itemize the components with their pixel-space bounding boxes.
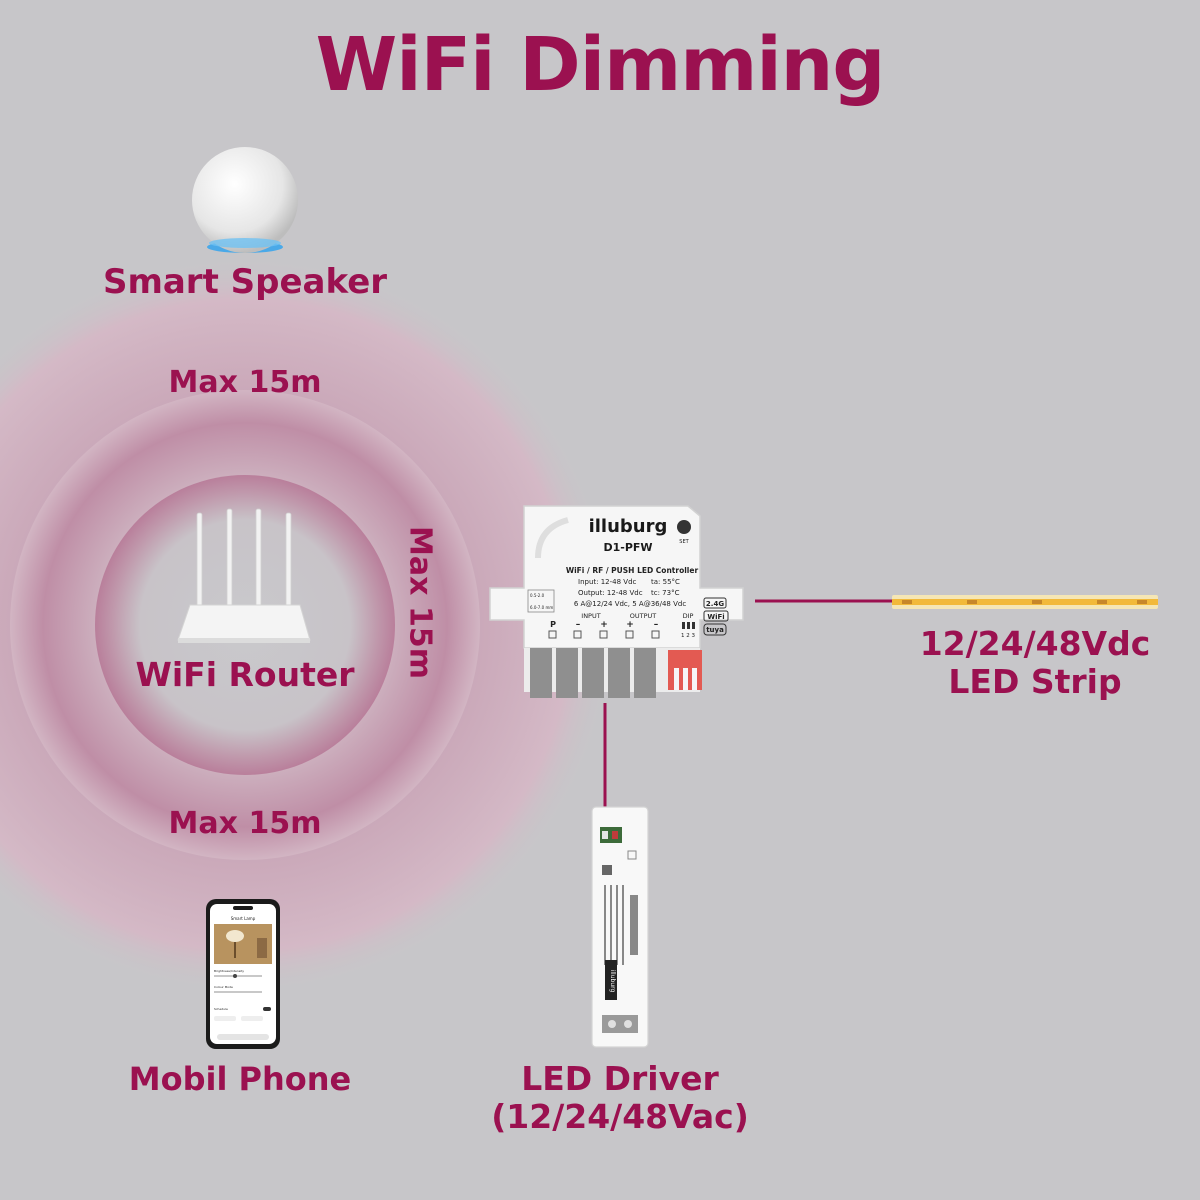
led-driver-label-line2: (12/24/48Vac) — [491, 1097, 749, 1136]
spec-input-text: Input: 12-48 Vdc — [578, 578, 637, 586]
spec-output-text: Output: 12-48 Vdc — [578, 589, 643, 597]
wifi-router-label: WiFi Router — [135, 655, 355, 694]
badge-24g-text: 2.4G — [706, 600, 724, 608]
led-driver-label-line1: LED Driver — [521, 1059, 719, 1098]
terminal-output-minus: – — [654, 620, 659, 630]
wifi-router-icon — [177, 508, 311, 643]
led-controller-device: SET illuburg D1-PFW WiFi / RF / PUSH LED… — [489, 505, 744, 698]
phone-header-text: Smart Lamp — [231, 916, 256, 921]
badge-tuya-text: tuya — [706, 626, 724, 634]
terminal-input-plus: + — [600, 620, 608, 630]
led-driver-icon: illuburg — [591, 806, 649, 1048]
controller-subtitle-text: WiFi / RF / PUSH LED Controller — [566, 566, 699, 575]
controller-model-text: D1-PFW — [603, 541, 652, 554]
smart-speaker-label: Smart Speaker — [102, 262, 388, 302]
page-title: WiFi Dimming — [315, 22, 886, 108]
led-strip-label: 12/24/48Vdc LED Strip — [900, 625, 1170, 701]
mobile-phone-label: Mobil Phone — [128, 1060, 352, 1098]
range-label-side: Max 15m — [402, 526, 438, 679]
set-button-label: SET — [679, 539, 689, 545]
terminal-output-plus: + — [626, 620, 634, 630]
terminal-input-minus: – — [576, 620, 581, 630]
terminal-p-text: P — [550, 620, 556, 629]
spec-current-text: 6 A@12/24 Vdc, 5 A@36/48 Vdc — [574, 600, 686, 608]
led-strip-label-line2: LED Strip — [948, 662, 1122, 701]
phone-brightness-text: Brightness/Intensity — [214, 969, 244, 973]
phone-colour-text: Colour Mode — [214, 985, 233, 989]
smart-speaker-icon — [192, 147, 298, 253]
driver-brand-text: illuburg — [609, 970, 616, 993]
dip-numbers-text: 1 2 3 — [681, 633, 695, 639]
dip-label-text: DIP — [683, 612, 694, 620]
spec-ta-text: ta: 55°C — [651, 578, 680, 586]
output-label-text: OUTPUT — [630, 612, 657, 620]
range-label-bottom: Max 15m — [168, 806, 322, 841]
spec-tc-text: tc: 73°C — [651, 589, 680, 597]
range-label-outer: Max 15m — [168, 365, 322, 400]
controller-brand-text: illuburg — [589, 516, 668, 537]
wire-gauge-text-2: 6.0-7.0 mm — [530, 605, 553, 610]
badge-wifi-text: WiFi — [707, 613, 724, 621]
led-strip-label-line1: 12/24/48Vdc — [919, 624, 1151, 663]
led-strip-icon — [892, 595, 1158, 609]
wire-gauge-text-1: 0.5-2.0 — [530, 593, 545, 598]
phone-schedule-text: Schedule — [214, 1007, 228, 1011]
input-label-text: INPUT — [581, 612, 600, 620]
led-driver-label: LED Driver (12/24/48Vac) — [470, 1060, 770, 1136]
mobile-phone-icon: Smart Lamp Brightness/Intensity Colour M… — [206, 899, 280, 1049]
